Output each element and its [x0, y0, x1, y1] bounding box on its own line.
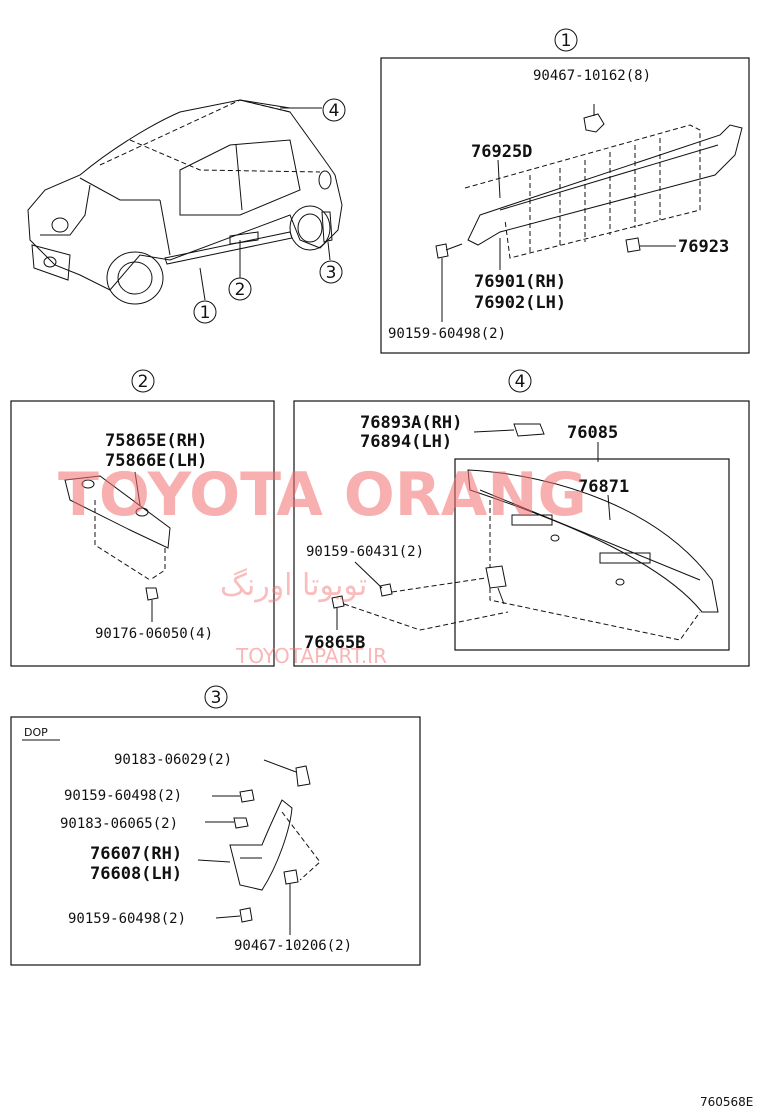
section-3-mud-guard: 3	[10, 685, 421, 966]
part-90183-06029: 90183-06029(2)	[114, 752, 232, 768]
section-1-rocker-panel: 1	[380, 28, 750, 354]
part-76871: 76871	[578, 477, 629, 497]
svg-text:3: 3	[326, 263, 337, 283]
svg-text:2: 2	[235, 280, 246, 300]
part-76608: 76608(LH)	[90, 864, 182, 884]
part-90183-06065: 90183-06065(2)	[60, 816, 178, 832]
svg-text:3: 3	[211, 688, 222, 708]
dop-tag: DOP	[24, 726, 48, 739]
part-76925D: 76925D	[471, 142, 532, 162]
svg-text:4: 4	[329, 101, 340, 121]
callout-4-car: 4	[322, 98, 346, 122]
part-76607: 76607(RH)	[90, 844, 182, 864]
section-4-rear-spoiler: 4	[293, 369, 750, 667]
part-76865B: 76865B	[304, 633, 365, 653]
section-2-door-protector: 2	[10, 369, 275, 667]
watermark-site: TOYOTAPART.IR	[235, 644, 387, 668]
callout-1-car: 1	[193, 300, 217, 324]
part-76894: 76894(LH)	[360, 432, 452, 452]
svg-text:1: 1	[561, 31, 572, 51]
part-76901: 76901(RH)	[474, 272, 566, 292]
watermark-brand: TOYOTA ORANG	[58, 460, 587, 530]
part-75865E: 75865E(RH)	[105, 431, 207, 451]
part-90159-60498-b: 90159-60498(2)	[68, 911, 186, 927]
svg-text:1: 1	[200, 303, 211, 323]
figure-code: 760568E	[700, 1095, 753, 1109]
watermark-persian: تویوتا اورنگ	[220, 568, 367, 603]
part-90159-60498: 90159-60498(2)	[388, 326, 506, 342]
part-90159-60431: 90159-60431(2)	[306, 544, 424, 560]
callout-3-car: 3	[319, 260, 343, 284]
car-overview-illustration	[27, 99, 343, 305]
part-76923: 76923	[678, 237, 729, 257]
part-90159-60498-a: 90159-60498(2)	[64, 788, 182, 804]
part-76893A: 76893A(RH)	[360, 413, 462, 433]
svg-text:2: 2	[138, 372, 149, 392]
part-76902: 76902(LH)	[474, 293, 566, 313]
part-90467-10206: 90467-10206(2)	[234, 938, 352, 954]
part-90467-10162: 90467-10162(8)	[533, 68, 651, 84]
callout-2-car: 2	[228, 277, 252, 301]
part-90176-06050: 90176-06050(4)	[95, 626, 213, 642]
svg-text:4: 4	[515, 372, 526, 392]
part-75866E: 75866E(LH)	[105, 451, 207, 471]
part-76085: 76085	[567, 423, 618, 443]
